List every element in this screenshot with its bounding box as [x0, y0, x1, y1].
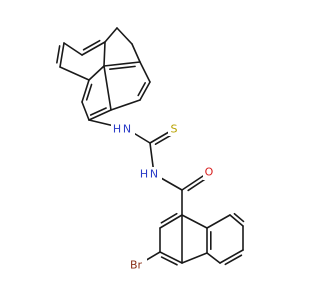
bond-b8-b9-double: [224, 254, 243, 266]
atom-br-label: Br: [130, 259, 143, 272]
bond-a13-a10: [131, 43, 141, 63]
atom-o-label: O: [205, 166, 214, 179]
bond-b7-b1: [181, 214, 208, 229]
bond-a11-a12: [139, 81, 151, 101]
bond-b1-b2: [159, 214, 183, 229]
bond-a14-a6: [59, 66, 90, 81]
bond-b3-b5-double: [160, 256, 178, 266]
atom-label-layer: H N H N S O Br: [111, 122, 216, 272]
bond-a4-a14-double: [56, 45, 61, 64]
bond-a11-a12-double: [137, 82, 146, 97]
atom-s: S: [168, 123, 180, 136]
molecule-structure: H N H N S O Br: [56, 27, 245, 272]
atom-br: Br: [125, 258, 147, 272]
atom-n1: H N: [111, 122, 135, 136]
bond-a9-a8: [88, 109, 112, 121]
atom-n1-h: H: [113, 123, 121, 136]
bond-b6-b8: [206, 252, 221, 264]
bond-a4-a14: [59, 42, 65, 68]
atom-n1-label: N: [123, 123, 131, 136]
bond-a7-a6-double: [85, 83, 93, 101]
atom-o: O: [203, 166, 216, 180]
bond-a12-a9: [110, 99, 141, 111]
atom-n2-h: H: [140, 168, 148, 181]
bond-b3-b5: [159, 251, 183, 264]
bond-a8-a7: [81, 101, 90, 121]
bond-a5-a6: [88, 65, 105, 81]
atom-s-label: S: [171, 123, 178, 136]
bond-a2-a3-double: [82, 39, 101, 51]
bond-b5-b6: [181, 252, 208, 264]
bond-a9-a8-double: [89, 107, 107, 116]
atom-n2-label: N: [150, 168, 158, 181]
bond-b8-b9: [219, 249, 244, 264]
bond-b1-b2-double: [160, 212, 178, 224]
bond-a1-a2: [104, 27, 118, 43]
bond-layer: [56, 27, 245, 266]
bond-a9-a5: [103, 65, 112, 111]
atom-n2: H N: [138, 167, 162, 181]
bond-cs-s-double: [154, 133, 174, 145]
bond-a5-a10: [103, 61, 141, 67]
bond-a5-a10-double: [109, 65, 136, 70]
bond-a10-a11: [139, 61, 151, 83]
bond-a2-a5: [103, 41, 106, 67]
bond-b10-b11: [229, 214, 244, 227]
bond-a3-a4: [63, 42, 83, 56]
bond-a2-a3: [81, 41, 106, 56]
bond-b11-b7: [206, 214, 231, 229]
bond-a7-a6: [81, 79, 90, 103]
bond-a1-a13: [116, 27, 133, 45]
bond-b10-b11-double: [233, 212, 245, 223]
